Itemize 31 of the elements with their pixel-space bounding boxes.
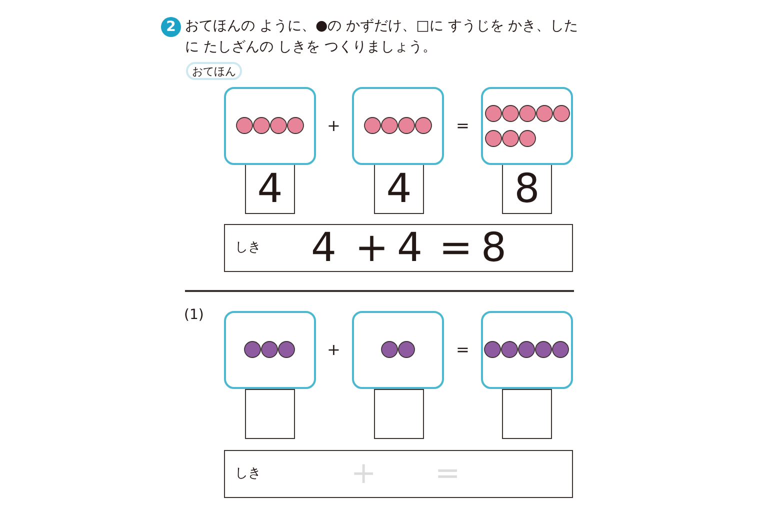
counter-box [481, 311, 573, 389]
equation-box [224, 224, 573, 272]
equation-label: しき [235, 467, 261, 480]
answer-box [374, 389, 424, 439]
equation-box [224, 450, 573, 498]
answer-box: 4 [374, 164, 424, 214]
equals-sign: = [456, 118, 470, 134]
problem-number: (1) [184, 308, 204, 322]
equals-sign: = [435, 459, 460, 489]
counter-box [352, 87, 444, 165]
plus-sign: + [351, 459, 376, 489]
example-tag: おてほん [186, 62, 242, 80]
digit: 8 [481, 228, 506, 268]
plus-sign: + [355, 228, 389, 268]
counter-box [352, 311, 444, 389]
counter-box [224, 311, 316, 389]
answer-box: 8 [502, 164, 552, 214]
number-badge: 2 [161, 17, 181, 37]
answer-box: 4 [245, 164, 295, 214]
equation-label: しき [235, 241, 261, 254]
answer-box [502, 389, 552, 439]
equals-sign: = [439, 228, 473, 268]
counter-box [224, 87, 316, 165]
plus-sign: + [327, 118, 340, 134]
digit: 4 [311, 228, 336, 268]
instruction-text: おてほんの ように、●の かずだけ、□に すうじを かき、したに たしざんの しきを つくりましょう。 [185, 17, 580, 57]
counter-box [481, 87, 573, 165]
equals-sign: = [456, 342, 470, 358]
answer-box [245, 389, 295, 439]
plus-sign: + [327, 342, 340, 358]
digit: 4 [397, 228, 422, 268]
